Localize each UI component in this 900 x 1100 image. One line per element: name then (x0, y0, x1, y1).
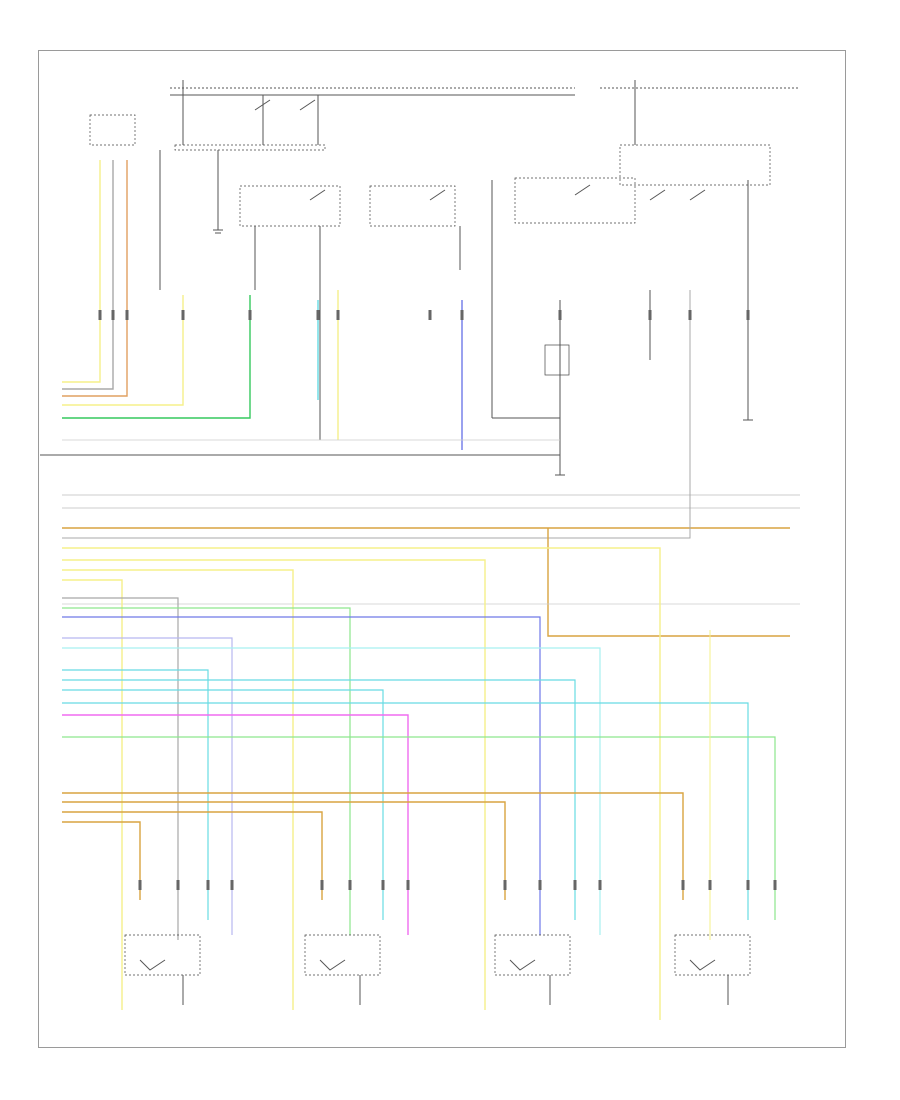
connector-pin-icon (348, 880, 352, 890)
connector-pin-icon (746, 310, 750, 320)
wire-tan (62, 821, 141, 900)
connector-pin-icon (206, 880, 210, 890)
connector-pin-icon (111, 310, 115, 320)
control-module-box (89, 114, 136, 146)
connector-pin-icon (98, 310, 102, 320)
wire-cyan (62, 702, 749, 920)
connector-pin-icon (573, 880, 577, 890)
connector-pin-icon (746, 880, 750, 890)
connector-pin-icon (598, 880, 602, 890)
actuator-motor-icon (494, 934, 571, 1005)
connector-pin-icon (558, 310, 562, 320)
ground-icon (213, 229, 753, 476)
wire-cyan (62, 689, 384, 920)
actuators (124, 934, 751, 1005)
connector-pin-icon (708, 880, 712, 890)
connector-pin-icon (460, 310, 464, 320)
connector-pin-icon (428, 310, 432, 320)
relay-box (369, 185, 456, 227)
wire-cyan (62, 679, 576, 920)
wire-blue (62, 616, 541, 935)
connector-pin-icon (503, 880, 507, 890)
wire-magenta (62, 714, 409, 935)
connector-pin-icon (336, 310, 340, 320)
wire-yellow (62, 295, 184, 406)
wire-yellow (62, 569, 294, 1010)
relay-box (239, 185, 341, 227)
wire-yellow (62, 547, 661, 1020)
connector-pin-icon (688, 310, 692, 320)
fuse-block (174, 144, 326, 151)
connector-pin-icon (538, 880, 542, 890)
wire-gray (62, 597, 179, 940)
connector-pin-icon (648, 310, 652, 320)
relay-box (619, 144, 771, 186)
wire-green (62, 295, 251, 419)
feed-wires (62, 160, 463, 450)
connector-pin-icon (320, 880, 324, 890)
connector-pins (98, 310, 777, 890)
wire-lightgreen (62, 736, 776, 920)
relay-switch-icon (254, 99, 706, 201)
top-power-section (40, 80, 800, 538)
connector-pin-icon (248, 310, 252, 320)
wire-violet (62, 637, 233, 935)
wire-gray (62, 160, 114, 390)
connector-pin-icon (406, 880, 410, 890)
connector-pin-icon (681, 880, 685, 890)
connector-pin-icon (125, 310, 129, 320)
relay-box (514, 177, 636, 224)
wire-orange (62, 160, 128, 397)
connector-pin-icon (230, 880, 234, 890)
connector-pin-icon (316, 310, 320, 320)
connector-pin-icon (176, 880, 180, 890)
wire-tan (62, 801, 506, 900)
connector-pin-icon (181, 310, 185, 320)
wire-lightcyan (62, 647, 601, 935)
wire-tan (62, 792, 684, 900)
wire-lightgreen (62, 607, 351, 935)
connector-pin-icon (138, 880, 142, 890)
wire-yellow (62, 559, 486, 1010)
wire-cyan (62, 669, 209, 920)
actuator-motor-icon (674, 934, 751, 1005)
wire-gray (62, 290, 691, 539)
connector-pin-icon (773, 880, 777, 890)
connector-pin-icon (381, 880, 385, 890)
harness-bus (62, 290, 800, 1020)
wire-yellow (62, 579, 123, 1010)
wire-yellow (62, 160, 101, 383)
wire-tan (62, 811, 323, 900)
resistor-module (544, 344, 570, 376)
actuator-motor-icon (304, 934, 381, 1005)
wire-tan (547, 528, 790, 637)
diagram-frame (38, 50, 846, 1048)
actuator-motor-icon (124, 934, 201, 1005)
